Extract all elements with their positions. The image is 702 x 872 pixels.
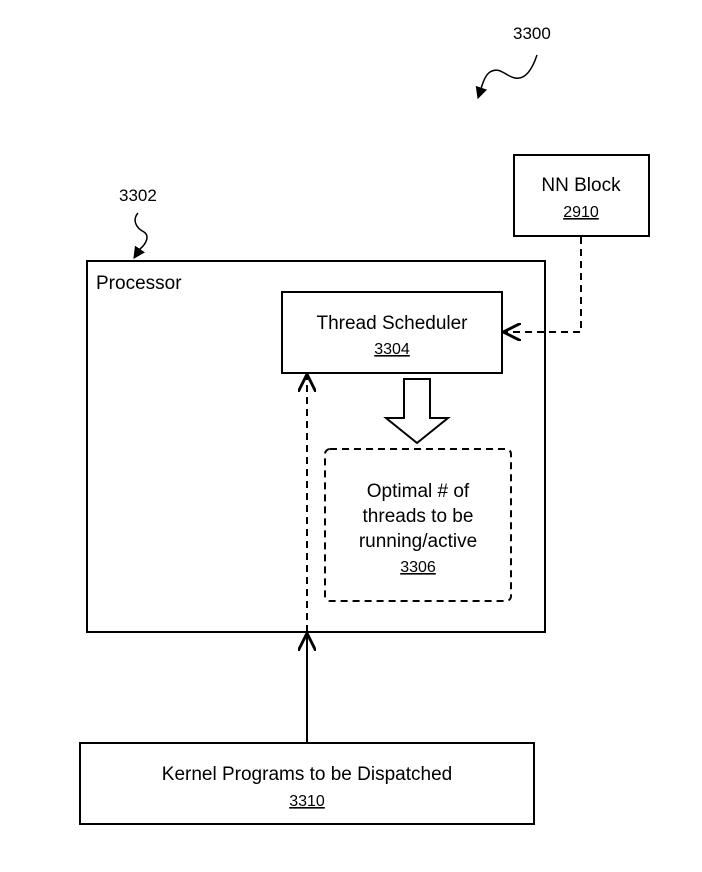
- scheduler-output-arrow: [383, 378, 451, 445]
- nn-block-ref: 2910: [563, 204, 599, 221]
- nn-block-title: NN Block: [541, 175, 621, 196]
- processor-ref-leader: [133, 212, 148, 259]
- thread-scheduler-title: Thread Scheduler: [316, 313, 468, 334]
- thread-scheduler-ref: 3304: [374, 341, 410, 358]
- optimal-threads-line3: running/active: [359, 531, 477, 552]
- optimal-threads-box: [324, 448, 512, 602]
- optimal-threads-line2: threads to be: [363, 506, 474, 527]
- nn-block-box: [513, 154, 650, 237]
- kernel-programs-box: [79, 742, 535, 825]
- optimal-threads-line1: Optimal # of: [367, 481, 470, 502]
- thread-scheduler-box: [281, 291, 503, 374]
- processor-label: Processor: [96, 273, 182, 294]
- processor-box: [86, 260, 546, 633]
- kernel-programs-title: Kernel Programs to be Dispatched: [162, 764, 452, 785]
- processor-ref-label: 3302: [119, 186, 157, 205]
- nn-to-scheduler-connector: [505, 237, 582, 332]
- figure-ref-label: 3300: [513, 24, 551, 43]
- optimal-threads-ref: 3306: [400, 559, 436, 576]
- figure-ref-leader: [475, 54, 538, 100]
- kernel-programs-ref: 3310: [289, 793, 325, 810]
